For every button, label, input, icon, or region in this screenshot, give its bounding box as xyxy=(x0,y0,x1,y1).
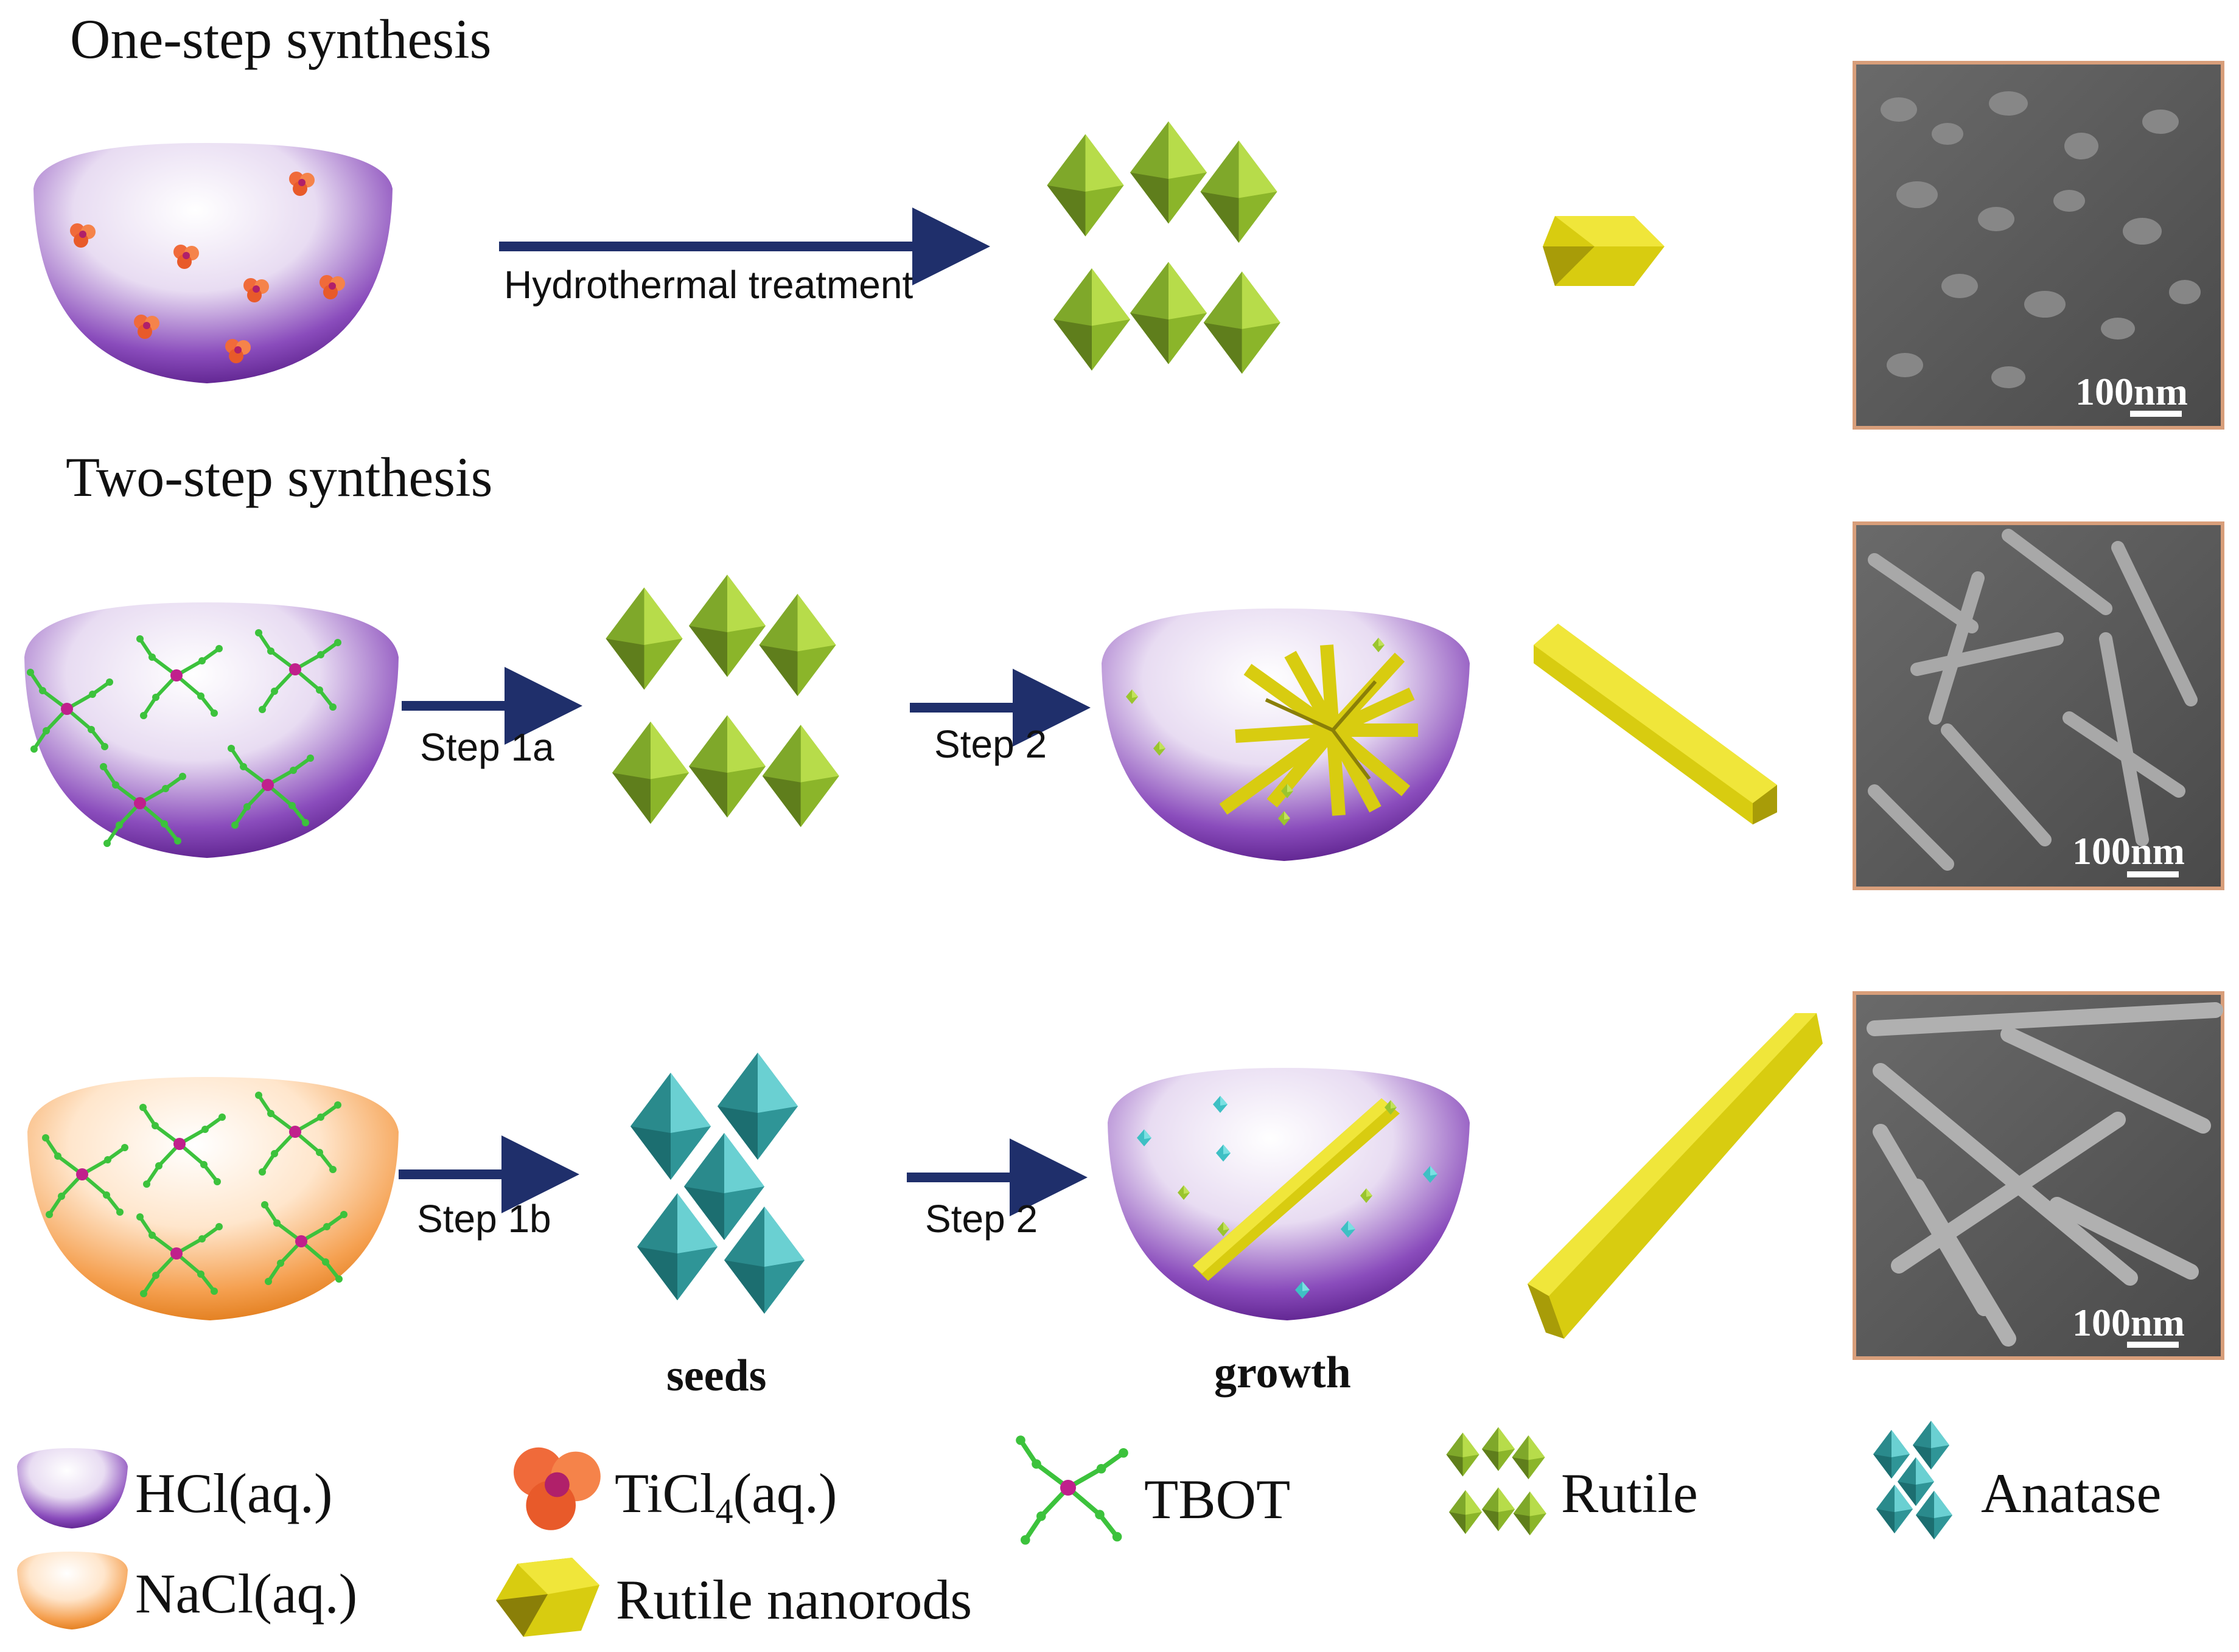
legend-anatase-label: Anatase xyxy=(1981,1462,2161,1524)
legend-rutile-nanorods-icon xyxy=(496,1558,599,1637)
legend-rutile-icon xyxy=(1446,1427,1546,1536)
sem-image-row1: 100nm xyxy=(1853,61,2224,430)
step1b-label: Step 1b xyxy=(417,1197,551,1241)
step1a-label: Step 1a xyxy=(420,725,554,769)
legend-nacl-label: NaCl(aq.) xyxy=(135,1563,357,1625)
rutile-crystal-row1 xyxy=(1047,121,1280,374)
growth-droplet-row3 xyxy=(1108,1068,1470,1320)
legend-ticl4-label: TiCl4(aq.) xyxy=(615,1462,837,1531)
step2-label-row2: Step 2 xyxy=(934,722,1047,766)
step2-label-row3: Step 2 xyxy=(925,1197,1038,1241)
growth-droplet-row2 xyxy=(1102,608,1470,861)
hcl-droplet-row1 xyxy=(33,143,393,383)
sem-image-row3: 100nm xyxy=(1853,991,2224,1360)
scale-label-row3: 100nm xyxy=(2072,1301,2185,1344)
rutile-nanorod-row3 xyxy=(1528,1013,1823,1339)
nacl-droplet-row3 xyxy=(27,1077,399,1320)
legend-ticl4-icon xyxy=(514,1447,601,1530)
hydrothermal-label: Hydrothermal treatment xyxy=(504,263,913,307)
legend-tbot-icon xyxy=(1016,1435,1128,1544)
legend-hcl-label: HCl(aq.) xyxy=(135,1462,332,1524)
anatase-seeds xyxy=(630,1053,805,1314)
legend-anatase-icon xyxy=(1873,1421,1952,1539)
rutile-nanorod-row2 xyxy=(1534,624,1777,824)
two-step-title: Two-step synthesis xyxy=(66,446,492,508)
one-step-title: One-step synthesis xyxy=(70,8,491,70)
legend-tbot-label: TBOT xyxy=(1144,1468,1290,1530)
scale-label-row2: 100nm xyxy=(2072,829,2185,873)
growth-caption: growth xyxy=(1214,1348,1351,1398)
legend-hcl-icon xyxy=(17,1448,128,1528)
hcl-droplet-row2 xyxy=(24,602,399,858)
scale-label-row1: 100nm xyxy=(2075,370,2188,413)
rutile-nanoparticle-icon xyxy=(1543,216,1664,286)
seeds-caption: seeds xyxy=(666,1351,766,1401)
legend-rutile-nanorods-label: Rutile nanorods xyxy=(616,1569,972,1631)
legend: HCl(aq.) NaCl(aq.) TiCl4(aq.) Rutile nan… xyxy=(17,1421,2161,1637)
legend-nacl-icon xyxy=(17,1552,128,1629)
sem-image-row2: 100nm xyxy=(1853,521,2224,890)
rutile-crystal-row2 xyxy=(606,574,839,828)
legend-rutile-label: Rutile xyxy=(1561,1462,1698,1524)
